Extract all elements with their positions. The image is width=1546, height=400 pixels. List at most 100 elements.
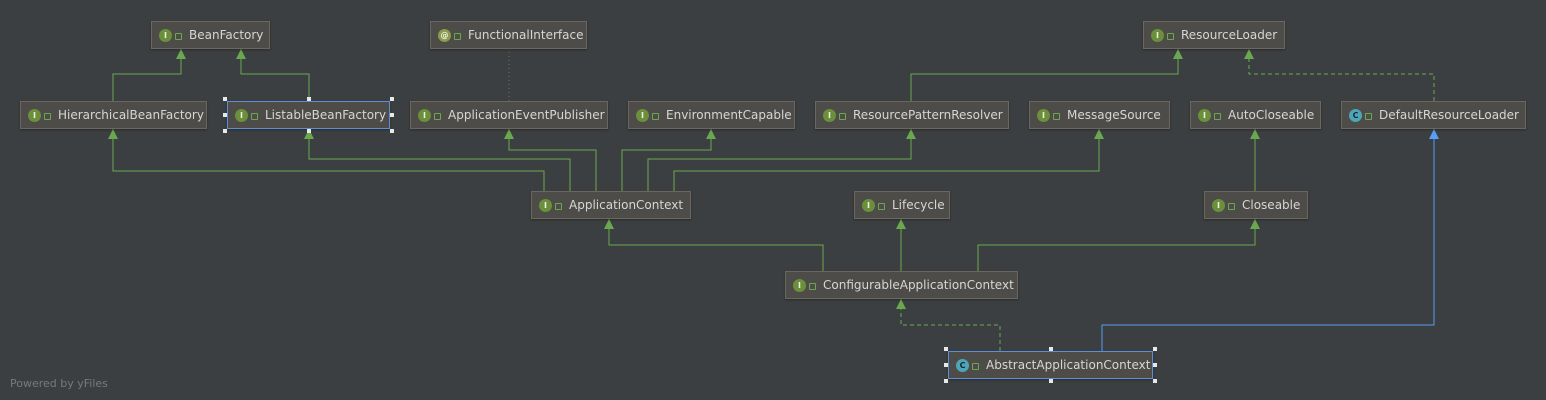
edge-application-context-to-resource-pattern-resolver [647, 129, 916, 191]
public-access-icon [1228, 202, 1235, 210]
node-label: ApplicationContext [569, 198, 684, 212]
node-label: ConfigurableApplicationContext [823, 278, 1014, 292]
node-auto-closeable[interactable]: I AutoCloseable [1190, 101, 1321, 129]
public-access-icon [454, 32, 461, 40]
interface-badge-icon: I [1198, 108, 1211, 122]
arrowhead-icon [604, 219, 614, 229]
node-label: AutoCloseable [1228, 108, 1315, 122]
node-resource-pattern-resolver[interactable]: I ResourcePatternResolver [815, 101, 1009, 129]
selection-handle[interactable] [390, 129, 394, 133]
node-label: ResourcePatternResolver [853, 108, 1003, 122]
arrowhead-icon [304, 129, 314, 139]
arrowhead-icon [504, 129, 514, 139]
node-label: ApplicationEventPublisher [448, 108, 605, 122]
powered-by-footer: Powered by yFiles [10, 377, 108, 390]
arrowhead-icon [906, 129, 916, 139]
node-default-resource-loader[interactable]: C DefaultResourceLoader [1341, 101, 1526, 129]
node-label: AbstractApplicationContext [986, 358, 1151, 372]
edge-configurable-application-context-to-application-context [604, 219, 824, 271]
selection-handle[interactable] [223, 129, 227, 133]
public-access-icon [878, 202, 885, 210]
node-message-source[interactable]: I MessageSource [1029, 101, 1170, 129]
interface-badge-icon: I [28, 108, 41, 122]
node-listable-bean-factory[interactable]: I ListableBeanFactory [227, 101, 390, 129]
public-access-icon [1167, 32, 1174, 40]
selection-handle[interactable] [306, 97, 311, 101]
selection-handle[interactable] [944, 379, 948, 383]
node-label: HierarchicalBeanFactory [58, 108, 204, 122]
class-badge-icon: C [1349, 108, 1362, 122]
selection-handle[interactable] [1153, 363, 1157, 367]
node-label: FunctionalInterface [468, 28, 584, 42]
arrowhead-icon [1173, 49, 1183, 59]
selection-handle[interactable] [944, 363, 948, 367]
arrowhead-icon [236, 49, 246, 59]
node-label: Lifecycle [892, 198, 945, 212]
node-abstract-application-context[interactable]: C AbstractApplicationContext [948, 351, 1153, 379]
edge-application-context-to-hierarchical-bean-factory [108, 129, 545, 191]
public-access-icon [434, 112, 441, 120]
edge-application-context-to-message-source [673, 129, 1104, 191]
edge-resource-pattern-resolver-to-resource-loader [910, 49, 1183, 101]
arrowhead-icon [1244, 49, 1254, 59]
edge-application-context-to-listable-bean-factory [304, 129, 571, 191]
arrowhead-icon [1094, 129, 1104, 139]
public-access-icon [175, 32, 182, 40]
selection-handle[interactable] [390, 97, 394, 101]
interface-badge-icon: I [793, 278, 806, 292]
public-access-icon [652, 112, 659, 120]
arrowhead-icon [706, 129, 716, 139]
interface-badge-icon: I [1151, 28, 1164, 42]
arrowhead-icon [896, 219, 906, 229]
selection-handle[interactable] [1048, 347, 1053, 351]
interface-badge-icon: I [235, 108, 248, 122]
public-access-icon [839, 112, 846, 120]
edge-configurable-application-context-to-closeable [977, 219, 1260, 271]
interface-badge-icon: I [1037, 108, 1050, 122]
node-application-event-publisher[interactable]: I ApplicationEventPublisher [410, 101, 608, 129]
interface-badge-icon: I [636, 108, 649, 122]
arrowhead-icon [896, 299, 906, 309]
selection-handle[interactable] [390, 113, 394, 117]
arrowhead-icon [1429, 129, 1439, 139]
public-access-icon [1365, 112, 1372, 120]
public-access-icon [555, 202, 562, 210]
edge-abstract-application-context-to-configurable-application-context [896, 299, 1001, 351]
arrowhead-icon [1250, 129, 1260, 139]
annotation-badge-icon: @ [438, 28, 451, 42]
node-label: Closeable [1242, 198, 1301, 212]
edge-hierarchical-bean-factory-to-bean-factory [112, 49, 186, 101]
selection-handle[interactable] [223, 97, 227, 101]
interface-badge-icon: I [418, 108, 431, 122]
node-hierarchical-bean-factory[interactable]: I HierarchicalBeanFactory [20, 101, 207, 129]
selection-handle[interactable] [223, 113, 227, 117]
edge-configurable-application-context-to-lifecycle [896, 219, 906, 271]
node-functional-interface[interactable]: @ FunctionalInterface [430, 21, 587, 49]
node-label: MessageSource [1067, 108, 1161, 122]
node-label: DefaultResourceLoader [1379, 108, 1519, 122]
selection-handle[interactable] [944, 347, 948, 351]
selection-handle[interactable] [1153, 347, 1157, 351]
edge-closeable-to-auto-closeable [1250, 129, 1260, 191]
node-label: ListableBeanFactory [265, 108, 387, 122]
selection-handle[interactable] [1153, 379, 1157, 383]
public-access-icon [809, 282, 816, 290]
node-configurable-application-context[interactable]: I ConfigurableApplicationContext [785, 271, 1018, 299]
public-access-icon [972, 362, 979, 370]
interface-badge-icon: I [823, 108, 836, 122]
selection-handle[interactable] [306, 129, 311, 133]
arrowhead-icon [1250, 219, 1260, 229]
class-badge-icon: C [956, 358, 969, 372]
edge-default-resource-loader-to-resource-loader [1244, 49, 1435, 101]
edge-application-context-to-application-event-publisher [504, 129, 597, 191]
selection-handle[interactable] [1048, 379, 1053, 383]
public-access-icon [1214, 112, 1221, 120]
